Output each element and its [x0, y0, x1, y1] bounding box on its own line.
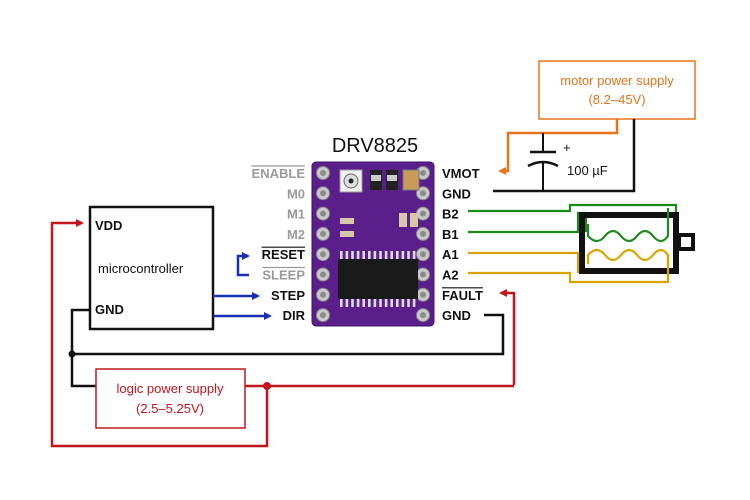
left-pin-label: STEP — [271, 288, 305, 303]
capacitor-value: 100 µF — [567, 163, 608, 178]
motor-supply-label: motor power supply — [560, 73, 674, 88]
capacitor: + 100 µF — [527, 133, 608, 191]
drv8825-board — [311, 161, 435, 327]
a1-wire — [468, 251, 586, 274]
logic-power-supply: logic power supply (2.5–5.25V) — [95, 368, 246, 429]
right-pin-label: B1 — [442, 227, 459, 242]
driver-gnd-wire — [72, 313, 505, 356]
left-pin-label: M0 — [287, 186, 305, 201]
reset-sleep-jumper — [236, 252, 250, 277]
microcontroller: VDD microcontroller GND — [88, 205, 215, 331]
logic-supply-label: logic power supply — [117, 381, 224, 396]
left-pin-label: M2 — [287, 227, 305, 242]
motor-supply-voltage: (8.2–45V) — [588, 92, 645, 107]
logic-supply-voltage: (2.5–5.25V) — [136, 401, 204, 416]
left-pin-label: ENABLE — [252, 166, 306, 181]
coil-a — [586, 248, 670, 280]
right-pin-label: GND — [442, 308, 471, 323]
vdd-junction — [263, 382, 271, 390]
coil-b — [586, 208, 670, 243]
left-pin-label: M1 — [287, 207, 305, 222]
capacitor-polarity: + — [563, 140, 571, 155]
b1-wire — [468, 211, 588, 234]
mcu-vdd-label: VDD — [95, 218, 122, 233]
ground-junction — [68, 350, 76, 358]
right-pin-label: VMOT — [442, 166, 480, 181]
right-pin-label: A2 — [442, 268, 459, 283]
mcu-gnd-wire — [70, 308, 96, 388]
left-header-pins — [316, 166, 330, 323]
chip-title: DRV8825 — [332, 135, 418, 157]
right-pin-label: B2 — [442, 207, 459, 222]
b2-wire — [468, 203, 678, 244]
motor-power-supply: motor power supply (8.2–45V) — [538, 60, 696, 120]
motor-gnd-wire — [493, 119, 636, 193]
right-header-pins — [416, 166, 430, 323]
left-pin-label: SLEEP — [262, 268, 305, 283]
mcu-vdd-wire — [50, 219, 269, 448]
right-pin-label: GND — [442, 186, 471, 201]
stepper-motor — [579, 208, 695, 280]
mcu-gnd-label: GND — [95, 302, 124, 317]
left-pin-label: DIR — [283, 308, 306, 323]
left-pin-label: RESET — [262, 247, 305, 262]
right-pin-label: A1 — [442, 247, 459, 262]
mcu-name: microcontroller — [98, 261, 184, 276]
right-pin-label: FAULT — [442, 288, 483, 303]
vmot-wire — [498, 119, 619, 175]
fault-wire — [499, 289, 516, 385]
